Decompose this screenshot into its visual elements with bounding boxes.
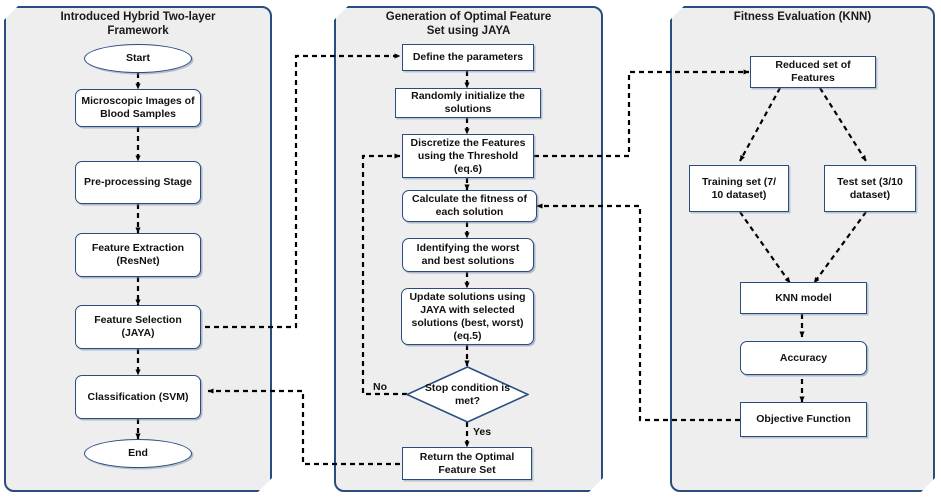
node-classification[interactable]: Classification (SVM) (75, 375, 201, 419)
node-reduced-features[interactable]: Reduced set of Features (750, 56, 876, 88)
node-training-set[interactable]: Training set (7/ 10 dataset) (689, 165, 789, 212)
node-knn-model-label: KNN model (775, 291, 832, 304)
edge-label-no: No (373, 381, 387, 393)
node-end-label: End (128, 447, 148, 459)
node-feature-extraction-label: Feature Extraction (ResNet) (91, 242, 185, 267)
panel-knn-title-line1: Fitness Evaluation (KNN) (733, 11, 872, 23)
node-feature-selection-label: Feature Selection (JAYA) (94, 314, 182, 339)
node-update-solutions[interactable]: Update solutions using JAYA with selecte… (401, 288, 534, 345)
node-start[interactable]: Start (84, 44, 192, 73)
node-calculate-fitness[interactable]: Calculate the fitness of each solution (402, 190, 537, 222)
panel-framework-title-line2: Framework (107, 25, 169, 37)
node-classification-label: Classification (SVM) (87, 390, 189, 403)
node-reduced-features-label: Reduced set of Features (775, 59, 851, 84)
node-update-solutions-label: Update solutions using JAYA with selecte… (409, 290, 526, 342)
node-test-set-label: Test set (3/10 dataset) (837, 175, 903, 201)
node-discretize-label: Discretize the Features using the Thresh… (410, 136, 526, 175)
node-randomly-initialize[interactable]: Randomly initialize the solutions (395, 88, 541, 118)
node-preprocessing[interactable]: Pre-processing Stage (75, 161, 201, 204)
node-preprocessing-label: Pre-processing Stage (84, 176, 192, 188)
edge-label-yes: Yes (473, 426, 492, 438)
node-randomly-initialize-label: Randomly initialize the solutions (411, 90, 525, 115)
node-define-parameters[interactable]: Define the parameters (402, 44, 534, 71)
node-start-label: Start (126, 52, 150, 64)
panel-jaya-title: Generation of Optimal Feature Set using … (334, 10, 603, 38)
panel-framework-title: Introduced Hybrid Two-layer Framework (4, 10, 272, 38)
node-objective-function-label: Objective Function (756, 413, 851, 425)
node-stop-condition-label: Stop condition is met? (424, 381, 511, 407)
panel-jaya-title-line1: Generation of Optimal Feature (385, 11, 552, 23)
node-stop-condition[interactable]: Stop condition is met? (406, 366, 529, 423)
node-training-set-label: Training set (7/ 10 dataset) (701, 175, 777, 201)
node-return-optimal[interactable]: Return the Optimal Feature Set (402, 447, 532, 480)
node-identify-worst-best-label: Identifying the worst and best solutions (416, 242, 520, 267)
node-identify-worst-best[interactable]: Identifying the worst and best solutions (402, 238, 534, 272)
node-feature-extraction[interactable]: Feature Extraction (ResNet) (75, 233, 201, 277)
node-test-set[interactable]: Test set (3/10 dataset) (824, 165, 916, 212)
node-end[interactable]: End (84, 439, 192, 468)
panel-knn-title: Fitness Evaluation (KNN) (670, 10, 935, 24)
node-accuracy[interactable]: Accuracy (740, 341, 867, 375)
panel-jaya-title-line2: Set using JAYA (426, 25, 511, 37)
node-objective-function[interactable]: Objective Function (740, 402, 867, 437)
node-accuracy-label: Accuracy (779, 351, 828, 364)
node-calculate-fitness-label: Calculate the fitness of each solution (412, 193, 527, 218)
node-return-optimal-label: Return the Optimal Feature Set (419, 450, 515, 476)
panel-framework-title-line1: Introduced Hybrid Two-layer (60, 11, 216, 23)
node-microscopic-images-label: Microscopic Images of Blood Samples (81, 95, 195, 120)
diamond-shape (406, 366, 529, 423)
node-discretize[interactable]: Discretize the Features using the Thresh… (402, 134, 534, 178)
node-microscopic-images[interactable]: Microscopic Images of Blood Samples (75, 89, 201, 127)
node-knn-model[interactable]: KNN model (740, 282, 867, 314)
node-define-parameters-label: Define the parameters (412, 51, 524, 63)
node-feature-selection[interactable]: Feature Selection (JAYA) (75, 305, 201, 349)
